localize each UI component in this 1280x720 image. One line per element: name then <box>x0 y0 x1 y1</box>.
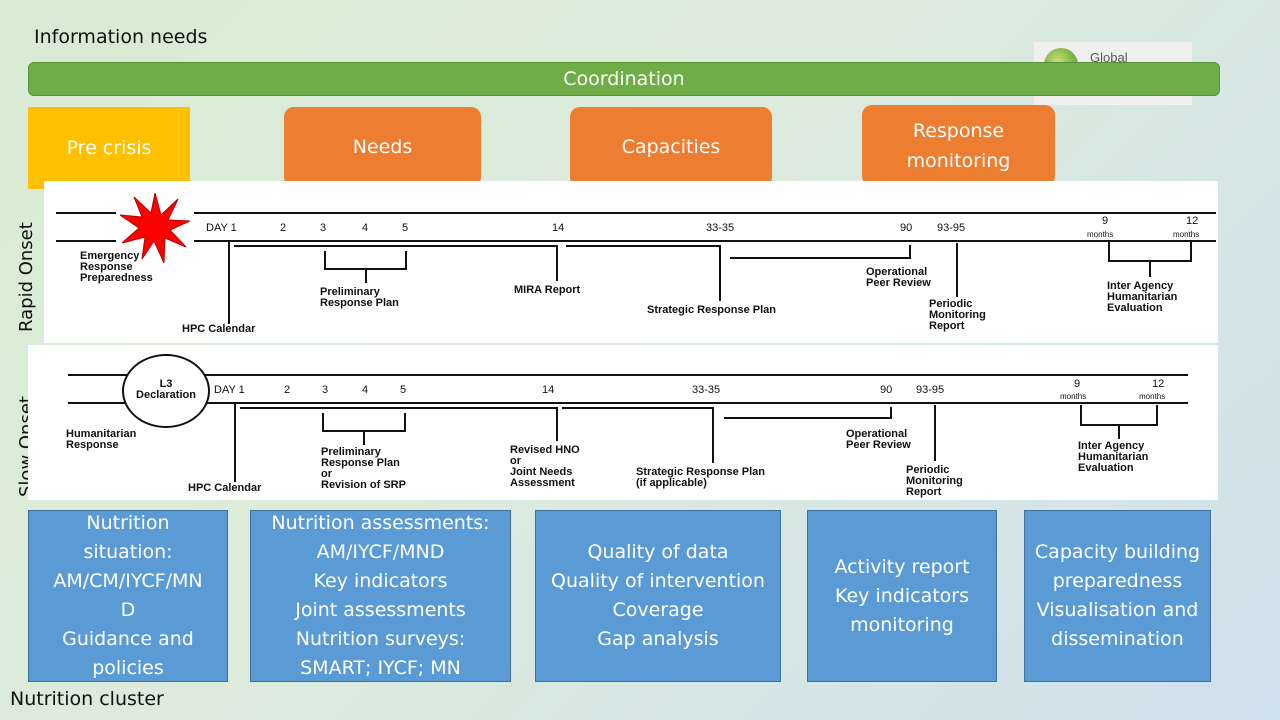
response-monitoring-line1: Response <box>912 119 1005 142</box>
slow-day1: DAY 1 <box>214 384 245 396</box>
slow-timeline-axis <box>68 374 1188 376</box>
rapid-hpc-calendar: HPC Calendar <box>182 323 256 335</box>
needs-callout: Needs <box>284 107 481 187</box>
rapid-day1: DAY 1 <box>206 222 237 234</box>
rapid-months-b: months <box>1173 230 1200 239</box>
slow-day33: 33-35 <box>692 384 721 396</box>
rapid-months-a: months <box>1087 230 1114 239</box>
response-monitoring-line2: monitoring <box>906 149 1011 172</box>
rapid-onset-label: Rapid Onset <box>16 222 37 332</box>
rapid-day14: 14 <box>552 222 565 234</box>
rapid-day2: 2 <box>280 222 287 234</box>
rapid-month9: 9 <box>1102 215 1109 227</box>
slow-day93: 93-95 <box>916 384 945 396</box>
slow-day2: 2 <box>284 384 291 396</box>
response-monitoring-callout: Response monitoring <box>862 105 1055 186</box>
slow-day90: 90 <box>880 384 893 396</box>
slow-day4: 4 <box>362 384 369 396</box>
nutrition-cluster-title: Nutrition cluster <box>10 688 164 710</box>
rapid-day33: 33-35 <box>706 222 735 234</box>
slow-day5: 5 <box>400 384 407 396</box>
crisis-burst-icon <box>120 193 190 263</box>
slow-months-b: months <box>1139 392 1166 401</box>
slow-month12: 12 <box>1152 378 1165 390</box>
capacities-callout: Capacities <box>570 107 772 187</box>
slow-day3: 3 <box>322 384 329 396</box>
slow-strategic-response-plan: Strategic Response Plan(if applicable) <box>636 466 765 489</box>
rapid-onset-timeline: DAY 1 2 3 4 5 14 33-35 90 93-95 9 12 mon… <box>44 181 1218 343</box>
slow-month9: 9 <box>1074 378 1081 390</box>
rapid-day93: 93-95 <box>937 222 966 234</box>
slow-day14: 14 <box>542 384 555 396</box>
rapid-day4: 4 <box>362 222 369 234</box>
rapid-day90: 90 <box>900 222 913 234</box>
rapid-timeline-axis <box>194 212 1216 214</box>
slow-hpc-calendar: HPC Calendar <box>188 482 262 494</box>
rapid-strategic-response-plan: Strategic Response Plan <box>647 304 776 316</box>
rapid-month12: 12 <box>1186 215 1199 227</box>
pre-crisis-callout: Pre crisis <box>28 107 190 189</box>
slow-months-a: months <box>1060 392 1087 401</box>
coordination-bar: Coordination <box>28 62 1220 96</box>
rapid-day5: 5 <box>402 222 409 234</box>
logo-text: Global <box>1090 50 1128 65</box>
information-needs-title: Information needs <box>34 26 208 48</box>
mira-report: MIRA Report <box>514 284 581 296</box>
rapid-day3: 3 <box>320 222 327 234</box>
